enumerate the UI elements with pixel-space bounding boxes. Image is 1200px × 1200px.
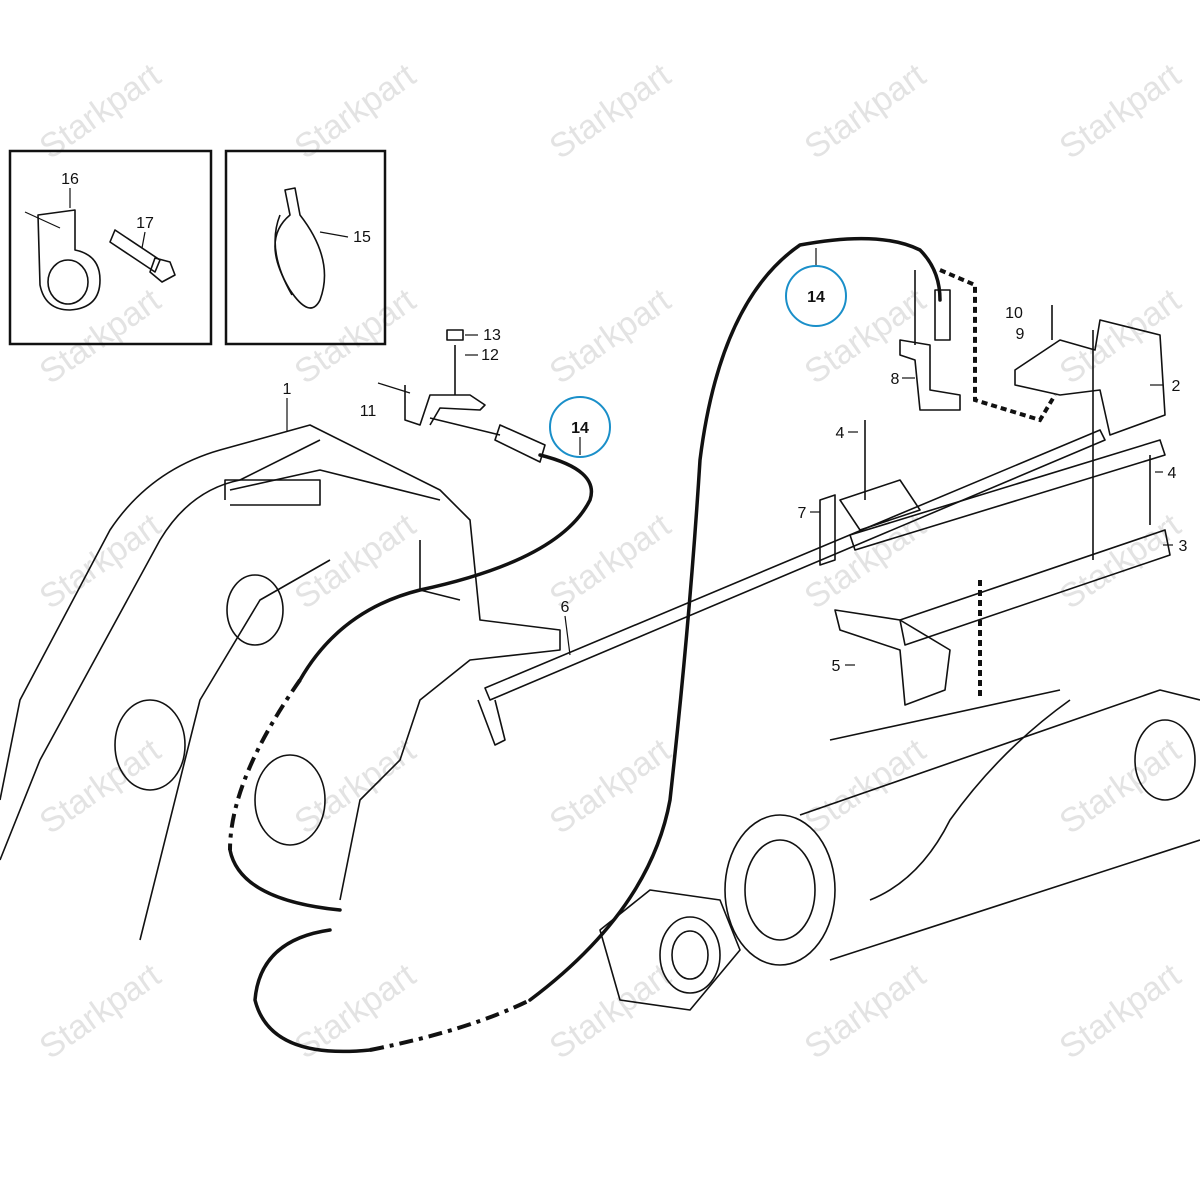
hydraulic-cylinder bbox=[599, 689, 1200, 1011]
watermark-text: Starkpart bbox=[1053, 956, 1188, 1067]
callout-1: 1 bbox=[283, 381, 292, 398]
bracket-part-7 bbox=[819, 479, 921, 566]
callout-4: 4 bbox=[1168, 465, 1177, 482]
callout-9: 9 bbox=[1016, 326, 1025, 343]
watermark-text: Starkpart bbox=[33, 731, 168, 842]
cable-hidden-section bbox=[228, 678, 302, 851]
callout-14: 14 bbox=[571, 420, 589, 437]
callout-4: 4 bbox=[836, 425, 845, 442]
callout-6: 6 bbox=[561, 599, 570, 616]
watermark-text: Starkpart bbox=[1053, 281, 1188, 392]
inset-cable-tie-box bbox=[224, 149, 387, 346]
cable-part-14-loop-b bbox=[253, 928, 372, 1054]
cable-hidden-section-2 bbox=[369, 998, 531, 1052]
watermark-text: Starkpart bbox=[798, 56, 933, 167]
watermark-text: Starkpart bbox=[1053, 56, 1188, 167]
highlight-circle-14-right bbox=[785, 265, 847, 327]
highlight-circle-14-left bbox=[549, 396, 611, 458]
bracket-part-11 bbox=[377, 329, 501, 436]
clamp-part-16 bbox=[24, 209, 101, 311]
tube-part-3 bbox=[849, 439, 1171, 646]
callout-5: 5 bbox=[832, 658, 841, 675]
watermark-text: Starkpart bbox=[33, 956, 168, 1067]
callout-13: 13 bbox=[483, 327, 501, 344]
watermark-text: Starkpart bbox=[543, 731, 678, 842]
boom-part-1 bbox=[0, 424, 561, 941]
bracket-part-8 bbox=[899, 270, 961, 411]
cable-part-14-left bbox=[298, 453, 594, 682]
hidden-line bbox=[939, 268, 1057, 423]
cable-part-14-loop-a bbox=[228, 848, 342, 912]
watermark-text: Starkpart bbox=[798, 731, 933, 842]
callout-2: 2 bbox=[1172, 378, 1181, 395]
sensor-connector bbox=[494, 424, 546, 463]
callout-14: 14 bbox=[807, 289, 825, 306]
inset-clamp-box bbox=[8, 149, 213, 346]
callout-12: 12 bbox=[481, 347, 499, 364]
cable-part-14-right bbox=[528, 236, 942, 1002]
bracket-part-2 bbox=[1014, 305, 1166, 436]
watermark-text: Starkpart bbox=[288, 281, 423, 392]
leader-lines bbox=[69, 188, 1173, 666]
watermark-text: Starkpart bbox=[288, 506, 423, 617]
watermark-text: Starkpart bbox=[543, 56, 678, 167]
rod-part-6 bbox=[477, 429, 1106, 746]
callout-17: 17 bbox=[136, 215, 154, 232]
callout-10: 10 bbox=[1005, 305, 1023, 322]
watermark-text: Starkpart bbox=[798, 956, 933, 1067]
callout-15: 15 bbox=[353, 229, 371, 246]
bolt-part-17 bbox=[109, 229, 176, 283]
bracket-part-5 bbox=[834, 330, 1151, 706]
callout-11: 11 bbox=[360, 403, 377, 420]
callout-3: 3 bbox=[1179, 538, 1188, 555]
cable-tie-part-15 bbox=[274, 187, 326, 309]
callout-16: 16 bbox=[61, 171, 79, 188]
watermark-text: Starkpart bbox=[1053, 731, 1188, 842]
watermark-text: Starkpart bbox=[543, 281, 678, 392]
callout-7: 7 bbox=[798, 505, 807, 522]
callout-8: 8 bbox=[891, 371, 900, 388]
